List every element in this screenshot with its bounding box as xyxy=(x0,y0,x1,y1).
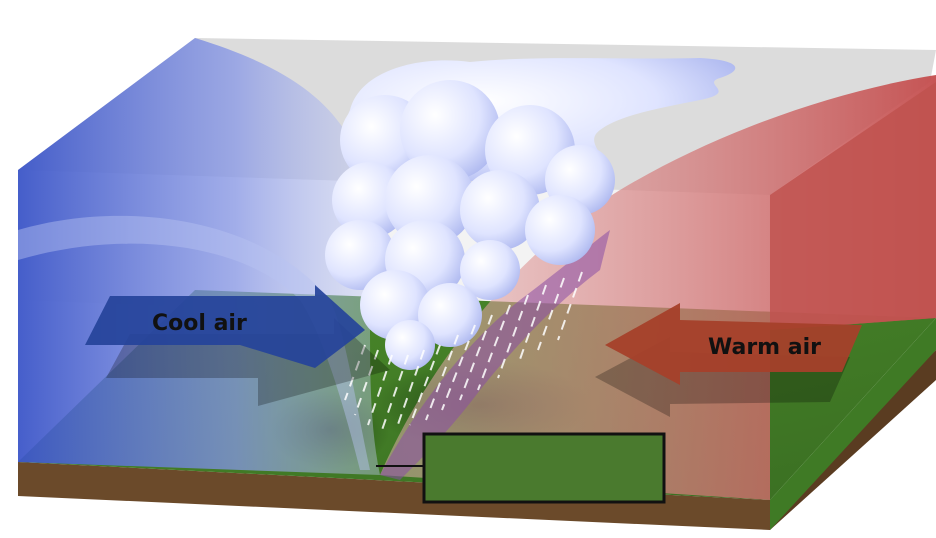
warm-air-side xyxy=(770,82,936,330)
rain-streaks xyxy=(344,271,583,431)
frontal-boundary xyxy=(380,230,610,480)
cumulonimbus-cloud xyxy=(325,80,615,370)
warm-air-label: Warm air xyxy=(708,335,821,360)
soil-layer xyxy=(18,462,770,530)
warm-air-arrow: Warm air xyxy=(595,303,862,417)
cool-air-mass xyxy=(18,38,380,475)
cool-air-label: Cool air xyxy=(152,311,247,336)
ground-side xyxy=(770,318,936,530)
answer-box[interactable] xyxy=(422,432,666,504)
cool-air-arrow: Cool air xyxy=(85,285,390,406)
cool-air-swirl xyxy=(18,215,370,470)
